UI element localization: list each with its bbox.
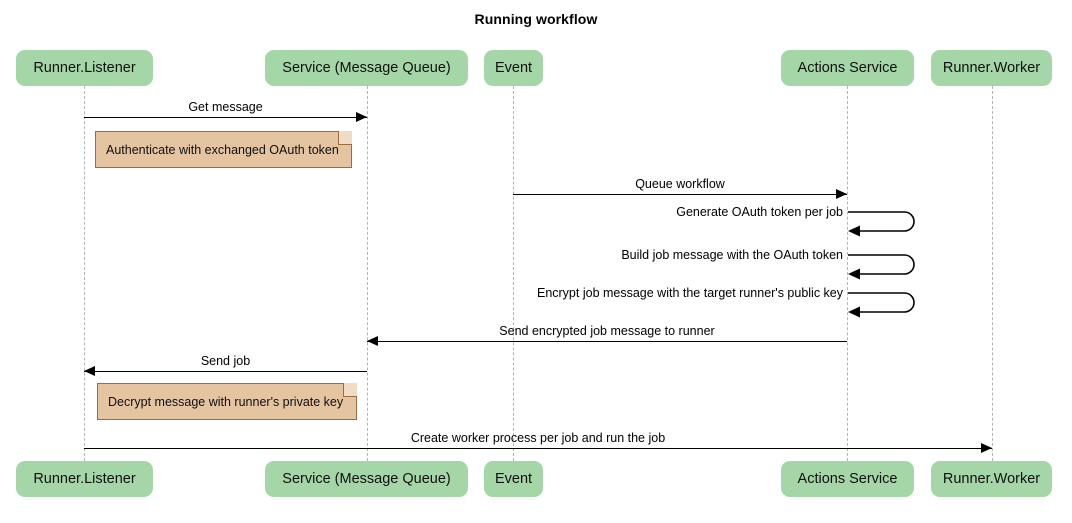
message-line-send-encrypted-job-message — [367, 341, 847, 342]
participant-label: Runner.Listener — [33, 60, 136, 76]
participant-label: Event — [494, 60, 533, 76]
message-line-send-job — [84, 371, 367, 372]
note-fold-corner-icon — [338, 131, 352, 145]
participant-runner-worker-bottom[interactable]: Runner.Worker — [931, 461, 1052, 497]
note-text: Authenticate with exchanged OAuth token — [106, 142, 339, 157]
participant-label: Runner.Worker — [942, 60, 1041, 76]
participant-runner-worker-top[interactable]: Runner.Worker — [931, 50, 1052, 86]
message-line-create-worker-process — [84, 448, 992, 449]
participant-runner-listener-top[interactable]: Runner.Listener — [16, 50, 153, 86]
arrow-head-send-job — [84, 366, 95, 377]
participant-event-top[interactable]: Event — [484, 50, 543, 86]
lifeline-service-message-queue — [367, 86, 368, 461]
participant-actions-service-top[interactable]: Actions Service — [781, 50, 914, 86]
self-message-encrypt-job-message — [848, 292, 918, 320]
participant-runner-listener-bottom[interactable]: Runner.Listener — [16, 461, 153, 497]
note-decrypt-note: Decrypt message with runner's private ke… — [97, 383, 357, 420]
page-title: Running workflow — [474, 11, 598, 27]
lifeline-runner-worker — [992, 86, 993, 461]
participant-label: Service (Message Queue) — [282, 471, 451, 487]
participant-label: Runner.Worker — [942, 471, 1041, 487]
participant-label: Actions Service — [797, 60, 898, 76]
arrow-head-get-message — [356, 112, 367, 123]
message-label-send-encrypted-job-message: Send encrypted job message to runner — [499, 324, 715, 338]
message-line-get-message — [84, 117, 367, 118]
note-text: Decrypt message with runner's private ke… — [108, 394, 344, 409]
participant-label: Service (Message Queue) — [282, 60, 451, 76]
self-message-label-build-job-message: Build job message with the OAuth token — [621, 248, 843, 262]
note-fold-corner-icon — [343, 383, 357, 397]
self-message-generate-oauth-token — [848, 211, 918, 239]
participant-actions-service-bottom[interactable]: Actions Service — [781, 461, 914, 497]
message-label-send-job: Send job — [200, 354, 251, 368]
lifeline-event — [513, 86, 514, 461]
lifeline-runner-listener — [84, 86, 85, 461]
arrow-head-send-encrypted-job-message — [367, 336, 378, 347]
message-label-queue-workflow: Queue workflow — [635, 177, 725, 191]
participant-label: Event — [494, 471, 533, 487]
participant-event-bottom[interactable]: Event — [484, 461, 543, 497]
participant-label: Actions Service — [797, 471, 898, 487]
self-message-label-encrypt-job-message: Encrypt job message with the target runn… — [536, 286, 843, 300]
lifeline-actions-service — [847, 86, 848, 461]
arrow-head-create-worker-process — [981, 443, 992, 454]
message-label-create-worker-process: Create worker process per job and run th… — [410, 431, 666, 445]
arrow-head-queue-workflow — [836, 189, 847, 200]
participant-label: Runner.Listener — [33, 471, 136, 487]
message-label-get-message: Get message — [188, 100, 263, 114]
message-line-queue-workflow — [513, 194, 847, 195]
participant-service-message-queue-top[interactable]: Service (Message Queue) — [265, 50, 468, 86]
note-authenticate-note: Authenticate with exchanged OAuth token — [95, 131, 352, 168]
self-message-build-job-message — [848, 254, 918, 282]
self-message-label-generate-oauth-token: Generate OAuth token per job — [676, 205, 843, 219]
participant-service-message-queue-bottom[interactable]: Service (Message Queue) — [265, 461, 468, 497]
